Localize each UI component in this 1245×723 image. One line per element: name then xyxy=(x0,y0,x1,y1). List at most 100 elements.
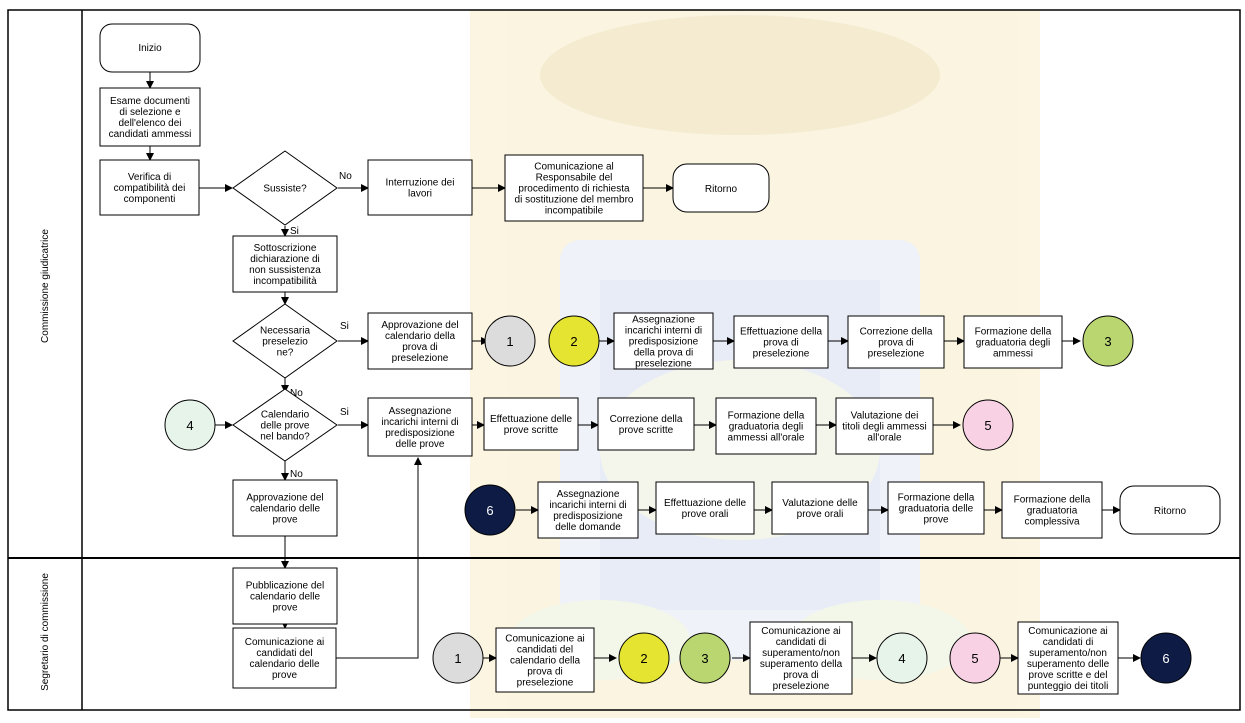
step-sottoscrizione-line: dichiarazione di xyxy=(250,254,320,265)
decision-sussiste: Sussiste? xyxy=(232,150,338,226)
step-approvazione-cal-prove-line: Approvazione del xyxy=(246,493,323,504)
step-comunicazione-superamento-line: prova di xyxy=(783,670,819,681)
label-si-sussiste: Si xyxy=(290,226,299,237)
step-correzione-pres-line: prova di xyxy=(878,338,914,349)
connector-5: 5 xyxy=(949,632,1001,684)
step-approvazione-cal-pres-line: preselezione xyxy=(392,353,449,364)
step-assegnazione-domande-line: predisposizione xyxy=(553,511,623,522)
step-comunicazione-scritte-line: candidati di xyxy=(1043,637,1094,648)
step-assegnazione-scritte-line: delle prove xyxy=(396,439,445,450)
step-comunicazione-cal-pres-line: candidati del xyxy=(517,645,573,656)
step-effettuazione-orali-line: prove orali xyxy=(682,509,729,520)
step-interruzione-line: lavori xyxy=(408,189,432,200)
step-formazione-orale-line: ammessi all'orale xyxy=(728,433,805,444)
step-effettuazione-pres-line: Effettuazione della xyxy=(740,327,823,338)
step-comunicazione-cal-pres-line: calendario della xyxy=(510,656,580,667)
label-si-preselezione: Si xyxy=(340,321,349,332)
connector-label: 3 xyxy=(701,651,708,666)
step-effettuazione-scritte-line: Effettuazione delle xyxy=(490,414,573,425)
step-effettuazione-pres-line: preselezione xyxy=(753,349,810,360)
step-formazione-complessiva-line: complessiva xyxy=(1024,517,1079,528)
step-comunicazione-cal-prove-line: Comunicazione ai xyxy=(245,637,325,648)
step-approvazione-cal-pres-line: Approvazione del xyxy=(381,320,458,331)
step-assegnazione-scritte-line: incarichi interni di xyxy=(381,417,458,428)
step-sottoscrizione-line: incompatibilità xyxy=(253,276,317,287)
step-assegnazione-scritte-line: Assegnazione xyxy=(389,406,452,417)
connector-label: 5 xyxy=(984,418,991,433)
connector-label: 5 xyxy=(971,651,978,666)
branch-labels: No Si Si No Si No xyxy=(290,171,352,480)
decision-preselezione-q-line: Necessaria xyxy=(260,326,310,337)
step-comunicazione-superamento-line: preselezione xyxy=(773,681,830,692)
step-sottoscrizione-line: Sottoscrizione xyxy=(254,243,317,254)
step-assegnazione-domande-line: delle domande xyxy=(555,522,621,533)
connector-label: 6 xyxy=(1162,651,1169,666)
step-comunicazione-resp-line: Comunicazione al xyxy=(534,162,614,173)
step-assegnazione-pres-line: incarichi interni di xyxy=(625,326,702,337)
step-formazione-orale-line: Formazione della xyxy=(728,411,805,422)
step-pubblicazione-line: prove xyxy=(272,603,297,614)
label-no-sussiste: No xyxy=(339,171,352,182)
step-correzione-pres-line: Correzione della xyxy=(860,327,933,338)
step-effettuazione-pres-line: prova di xyxy=(763,338,799,349)
step-comunicazione-scritte-line: superamento delle xyxy=(1027,659,1110,670)
step-verifica-line: Verifica di xyxy=(128,172,171,183)
step-formazione-prove-line: Formazione della xyxy=(898,493,975,504)
step-formazione-ammessi-line: graduatoria degli xyxy=(976,338,1051,349)
step-esame-line: candidati ammessi xyxy=(109,129,192,140)
step-formazione-ammessi-line: Formazione della xyxy=(975,327,1052,338)
step-formazione-ammessi-line: ammessi xyxy=(993,349,1033,360)
step-esame-line: Esame documenti xyxy=(110,96,190,107)
step-assegnazione-domande-line: Assegnazione xyxy=(557,489,620,500)
connector-3: 3 xyxy=(679,632,731,684)
step-comunicazione-superamento-line: superamento/non xyxy=(762,648,840,659)
step-comunicazione-cal-pres-line: Comunicazione ai xyxy=(505,634,585,645)
terminal-inizio-label: Inizio xyxy=(138,43,162,54)
label-no-preselezione: No xyxy=(290,388,303,399)
step-assegnazione-pres-line: preselezione xyxy=(635,359,692,370)
connector-label: 1 xyxy=(454,651,461,666)
label-si-calendario: Si xyxy=(340,407,349,418)
step-esame-line: di selezione e xyxy=(119,107,181,118)
decision-preselezione-q-line: preselezio xyxy=(262,337,308,348)
decision-calendario-q-line: Calendario xyxy=(261,410,310,421)
step-formazione-orale-line: graduatoria degli xyxy=(729,422,804,433)
step-esame-line: dell'elenco dei xyxy=(118,118,181,129)
step-approvazione-cal-prove-line: prove xyxy=(272,515,297,526)
step-assegnazione-domande-line: incarichi interni di xyxy=(549,500,626,511)
connector-label: 3 xyxy=(1104,334,1111,349)
connector-2: 2 xyxy=(618,632,670,684)
step-sottoscrizione-line: non sussistenza xyxy=(249,265,321,276)
step-pubblicazione-line: Pubblicazione del xyxy=(246,581,324,592)
step-formazione-complessiva-line: Formazione della xyxy=(1014,495,1091,506)
connector-1: 1 xyxy=(432,632,484,684)
decision-calendario-q-line: delle prove xyxy=(261,421,310,432)
step-pubblicazione-line: calendario delle xyxy=(250,592,320,603)
step-comunicazione-superamento-line: candidati di xyxy=(776,637,827,648)
step-comunicazione-scritte-line: prove scritte e del xyxy=(1029,670,1108,681)
connector-1: 1 xyxy=(484,315,536,367)
terminal-ritorno-1: Ritorno xyxy=(672,163,770,213)
step-comunicazione-cal-prove-line: candidati del xyxy=(256,648,312,659)
step-verifica-line: compatibilità dei xyxy=(114,183,186,194)
